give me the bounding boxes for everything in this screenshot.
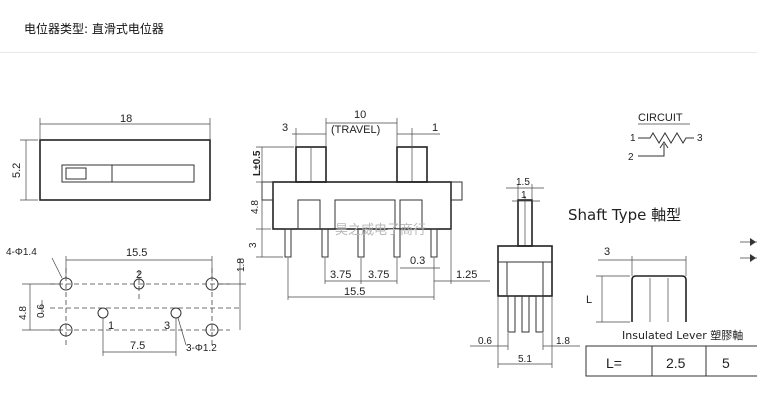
lever-height-dim: L±0.5 — [252, 150, 263, 176]
length-table-header: L= — [606, 355, 622, 371]
pitch-dim: 7.5 — [130, 340, 145, 352]
front-view: 10 (TRAVEL) 3 1 L±0.5 4.8 3 3.75 — [248, 109, 490, 300]
row-spacing-dim: 4.8 — [18, 306, 29, 320]
shaft-height-dim: L — [586, 294, 592, 306]
top-width-dim: 18 — [120, 113, 132, 125]
pin — [430, 228, 438, 258]
right-offset-dim: 1.8 — [236, 258, 247, 272]
pin-hole — [170, 307, 182, 319]
watermark: 昊之威电子商行 — [335, 223, 426, 238]
length-value: 2.5 — [666, 355, 686, 371]
side-right-dim: 1.8 — [556, 336, 570, 347]
side-left-dim: 0.6 — [478, 336, 492, 347]
pin-pitch-a: 3.75 — [330, 269, 351, 281]
top-view-body — [39, 139, 211, 201]
header-divider — [0, 52, 757, 53]
side-view: 1.5 1 0.6 1.8 5.1 — [470, 177, 580, 368]
pin-label-2: 2 — [136, 269, 142, 281]
tab-dim: 1.25 — [456, 269, 477, 281]
hole-callout: 4-Φ1.4 — [6, 247, 37, 258]
side-lever-dim: 1 — [521, 190, 527, 201]
shaft-width-dim: 3 — [604, 246, 610, 258]
offset-dim: 0.6 — [36, 304, 47, 318]
pin-label-3: 3 — [164, 320, 170, 332]
slider-knob — [65, 167, 87, 180]
shaft-lever — [631, 275, 687, 322]
side-width-dim: 5.1 — [518, 354, 532, 365]
pin — [321, 228, 329, 258]
pin — [357, 228, 365, 258]
travel-label: (TRAVEL) — [331, 124, 380, 136]
travel-value: 10 — [354, 109, 366, 121]
circuit-title: CIRCUIT — [638, 112, 683, 124]
body-height-dim: 4.8 — [250, 200, 261, 214]
pin-pitch-b: 3.75 — [368, 269, 389, 281]
front-left-dim: 3 — [282, 122, 288, 134]
top-height-dim: 5.2 — [11, 163, 23, 178]
front-body — [272, 181, 452, 230]
shaft-type: Shaft Type 軸型 3 L Insulated Lever 塑膠軸 — [568, 206, 757, 377]
pin-width-dim: 0.3 — [410, 255, 425, 267]
pin — [284, 228, 292, 258]
wiper-arrow — [659, 141, 669, 149]
length-value: 5 — [722, 355, 730, 371]
shaft-type-title: Shaft Type 軸型 — [568, 206, 681, 224]
footprint: 4-Φ1.4 15.5 2 1 3 4.8 0.6 1.8 7.5 — [6, 247, 247, 356]
overall-dim: 15.5 — [344, 286, 365, 298]
resistor-zigzag — [638, 132, 694, 144]
pin-label-1: 1 — [108, 320, 114, 332]
circuit-terminal-3: 3 — [697, 133, 703, 144]
circuit-terminal-2: 2 — [628, 152, 634, 163]
slot-outline — [61, 164, 195, 183]
span-dim: 15.5 — [126, 247, 147, 259]
length-table — [585, 345, 757, 377]
pin — [393, 228, 401, 258]
pin-hole — [97, 307, 109, 319]
top-view: 18 5.2 — [11, 113, 211, 201]
side-body — [497, 245, 553, 297]
insulated-lever-label: Insulated Lever 塑膠軸 — [622, 328, 743, 342]
side-top-dim: 1.5 — [516, 177, 530, 188]
circuit-terminal-1: 1 — [630, 133, 636, 144]
wiper-line — [638, 144, 665, 157]
front-right-dim: 1 — [432, 122, 438, 134]
pin-hole-callout: 3-Φ1.2 — [186, 343, 217, 354]
pin-length-dim: 3 — [248, 242, 259, 248]
circuit-symbol: CIRCUIT 1 3 2 — [628, 112, 703, 163]
potentiometer-type-text: 电位器类型: 直滑式电位器 — [24, 22, 164, 36]
